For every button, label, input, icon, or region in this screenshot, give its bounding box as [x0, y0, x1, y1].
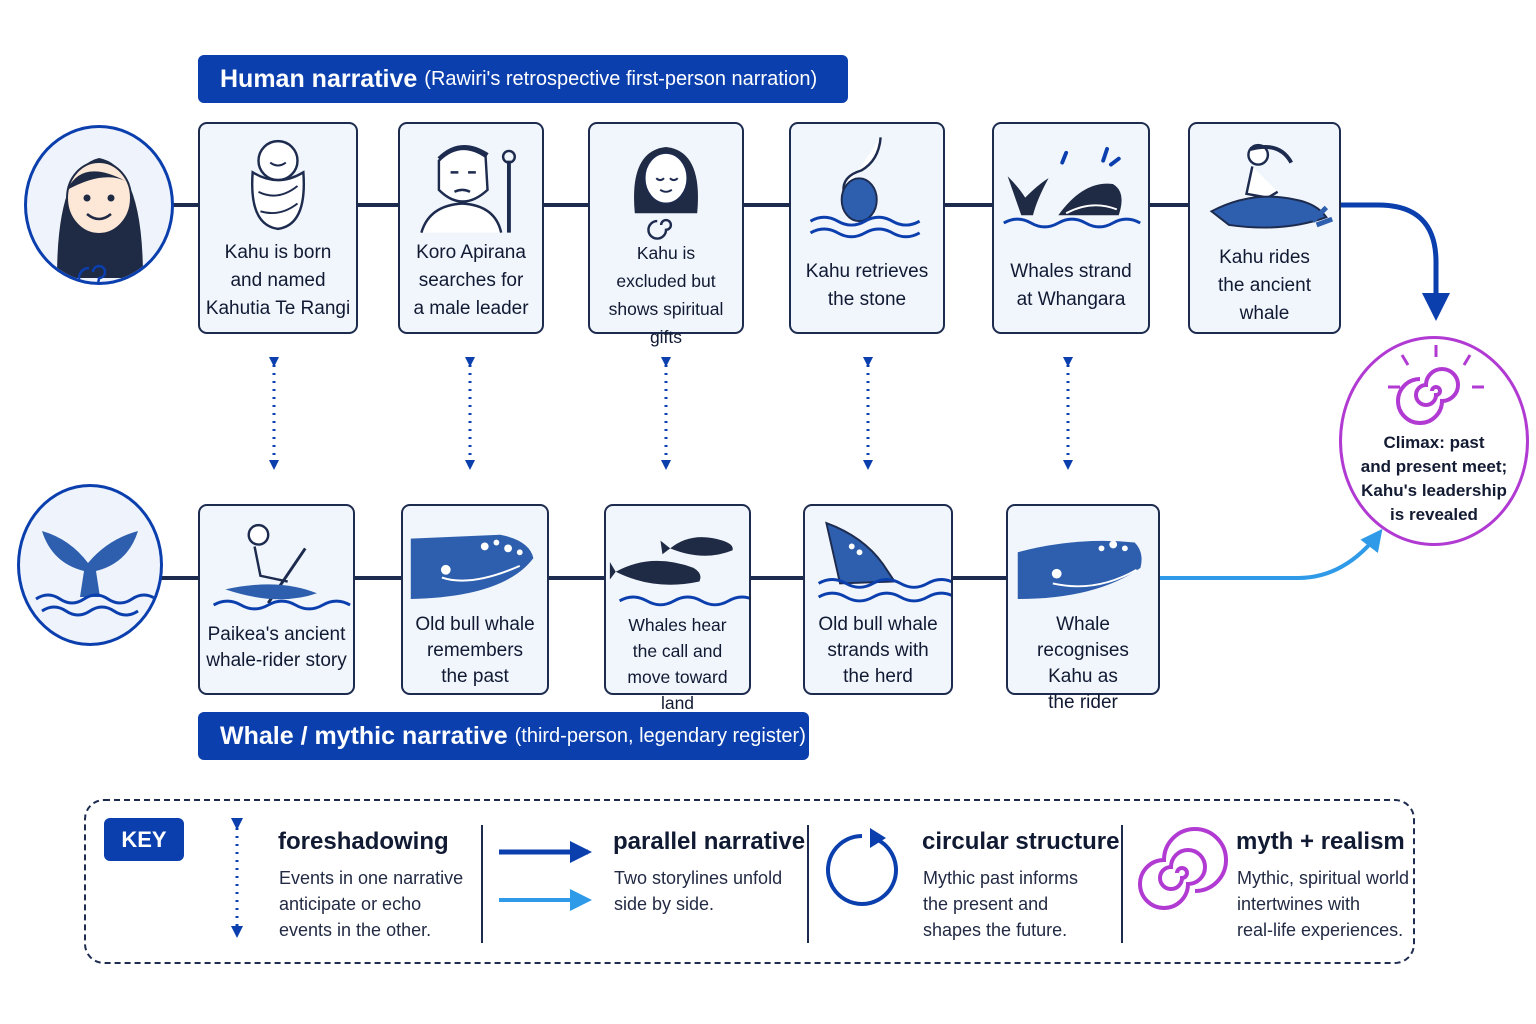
- human-event-label: Whales strand at Whangara: [1010, 261, 1132, 310]
- elder-with-staff-icon: [420, 145, 516, 234]
- legend-divider: [1121, 825, 1123, 943]
- legend-desc-parallel: Two storylines unfold side by side.: [614, 868, 783, 914]
- human-event-card: Kahu is born and named Kahutia Te Rangi: [198, 122, 358, 334]
- human-banner-title: Human narrative: [220, 64, 418, 93]
- climax-text: Climax: past and present meet; Kahu's le…: [1360, 433, 1508, 524]
- whale-to-climax-arrow: [1160, 528, 1383, 580]
- human-event-card: Kahu is excluded but shows spiritual gif…: [588, 122, 744, 347]
- legend-title-parallel: parallel narrative: [613, 828, 806, 855]
- whale-event-label: Whale recognises Kahu as the rider: [1037, 614, 1129, 713]
- legend-desc-foreshadowing: Events in one narrative anticipate or ec…: [279, 868, 464, 940]
- human-to-climax-arrow: [1341, 202, 1450, 321]
- whale-event-label: Paikea's ancient whale-rider story: [206, 624, 347, 671]
- legend-desc-myth-realism: Mythic, spiritual world intertwines with…: [1237, 868, 1410, 940]
- human-event-card: Koro Apirana searches for a male leader: [398, 122, 544, 334]
- whale-tail-icon: [35, 531, 157, 617]
- human-narrative-banner: Human narrative (Rawiri's retrospective …: [198, 55, 848, 103]
- legend-desc-circular: Mythic past informs the present and shap…: [923, 868, 1079, 940]
- human-event-label: Kahu is born and named Kahutia Te Rangi: [205, 242, 351, 319]
- myth-realism-spiral-icon: [1138, 827, 1228, 910]
- human-event-label: Kahu retrieves the stone: [805, 261, 929, 310]
- whale-event-card: Paikea's ancient whale-rider story: [198, 504, 355, 695]
- legend-title-foreshadowing: foreshadowing: [278, 828, 449, 855]
- human-event-label: Koro Apirana searches for a male leader: [413, 242, 529, 319]
- whale-event-card: Old bull whale strands with the herd: [803, 504, 953, 695]
- whale-eye-icon: [1017, 540, 1142, 600]
- human-event-card: Kahu retrieves the stone: [789, 122, 945, 334]
- girl-portrait-icon: [57, 158, 143, 282]
- key-badge: KEY: [104, 818, 184, 861]
- legend-divider: [481, 825, 483, 943]
- legend-title-myth-realism: myth + realism: [1236, 828, 1405, 855]
- whale-event-card: Old bull whale remembers the past: [401, 504, 549, 695]
- whale-narrator-avatar: [17, 484, 163, 646]
- hand-with-stone-icon: [809, 137, 921, 239]
- whale-event-label: Old bull whale strands with the herd: [818, 614, 938, 687]
- spiral-sun-icon: [1388, 345, 1484, 425]
- swimming-whales-icon: [609, 537, 749, 607]
- legend-title-circular: circular structure: [922, 828, 1120, 855]
- human-event-card: Whales strand at Whangara: [992, 122, 1150, 334]
- paikea-paddling-icon: [212, 523, 351, 611]
- girl-riding-whale-icon: [1209, 143, 1334, 229]
- human-event-label: Kahu rides the ancient whale: [1218, 247, 1311, 324]
- human-banner-subtitle: (Rawiri's retrospective first-person nar…: [424, 67, 818, 90]
- climax-node: Climax: past and present meet; Kahu's le…: [1339, 336, 1529, 546]
- human-event-label: Kahu is excluded but shows spiritual gif…: [608, 243, 724, 347]
- girl-with-koru-icon: [634, 147, 698, 240]
- whale-banner-title: Whale / mythic narrative: [220, 721, 508, 750]
- swaddled-baby-icon: [250, 139, 306, 231]
- circular-structure-legend-icon: [826, 828, 898, 906]
- whale-event-label: Whales hear the call and move toward lan…: [627, 615, 728, 713]
- legend-divider: [807, 825, 809, 943]
- whale-event-card: Whales hear the call and move toward lan…: [604, 504, 751, 713]
- whale-banner-subtitle: (third-person, legendary register): [514, 724, 806, 747]
- legend-box: [84, 799, 1415, 964]
- bull-whale-head-icon: [410, 534, 534, 599]
- whale-narrative-banner: Whale / mythic narrative (third-person, …: [198, 712, 809, 760]
- whale-event-label: Old bull whale remembers the past: [415, 614, 535, 687]
- breaching-whale-icon: [817, 521, 951, 603]
- whale-event-card: Whale recognises Kahu as the rider: [1006, 504, 1160, 713]
- foreshadowing-links: [269, 357, 1073, 470]
- human-event-card: Kahu rides the ancient whale: [1188, 122, 1341, 334]
- human-narrator-avatar: [24, 125, 174, 285]
- stranding-whales-icon: [1003, 146, 1141, 229]
